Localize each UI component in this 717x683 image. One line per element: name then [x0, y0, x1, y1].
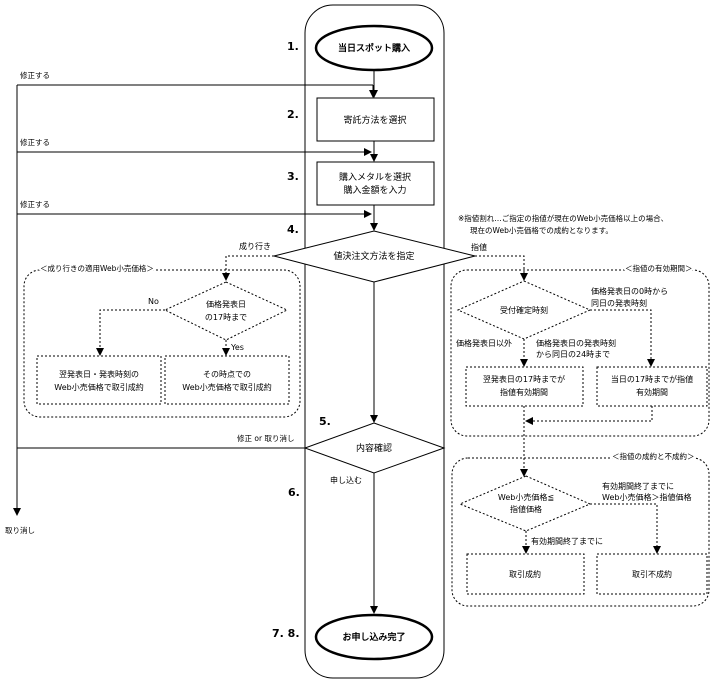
market-order-group: [23, 269, 301, 418]
select-metal-box: [316, 161, 435, 206]
step-6: 6.: [288, 486, 300, 499]
validity-title: ＜指値の有効期間＞: [625, 263, 693, 273]
market-order-title: ＜成り行きの適用Web小売価格＞: [40, 263, 154, 273]
fill-box: [466, 553, 585, 595]
step-1: 1.: [287, 40, 299, 53]
market-yes-box-line-2: Web小売価格で取引成約: [182, 382, 271, 392]
market-yes-box-line-1: その時点での: [203, 370, 251, 379]
fill-box-label: 取引成約: [509, 569, 541, 579]
validity-right-box-line-2: 有効期間: [636, 387, 668, 397]
step-2: 2.: [287, 108, 299, 121]
apply-label: 申し込む: [330, 475, 362, 485]
fill-title: ＜指値の成約と不成約＞: [612, 451, 695, 461]
validity-mid-label-2: から同日の24時まで: [536, 350, 610, 359]
modify-or-cancel-label: 修正 or 取り消し: [237, 433, 294, 443]
fill-down-label: 有効期間終了までに: [531, 536, 603, 546]
select-metal-label-1: 購入メタルを選択: [339, 171, 411, 183]
modify-label-2: 修正する: [20, 137, 50, 147]
order-method-label: 値決注文方法を指定: [333, 250, 414, 262]
price-decision: [458, 475, 592, 532]
step-5: 5.: [319, 415, 331, 428]
validity-right-label-2: 同日の発表時刻: [591, 298, 647, 308]
start-label: 当日スポット購入: [338, 42, 410, 54]
validity-mid-label-1: 価格発表日の発表時刻: [536, 338, 616, 348]
end-label: お申し込み完了: [342, 631, 405, 643]
fill-right-label-2: Web小売価格＞指値価格: [602, 492, 691, 502]
limit-branch-label: 指値: [471, 242, 487, 252]
main-lane: [304, 4, 445, 679]
select-metal-label-2: 購入金額を入力: [343, 184, 406, 196]
market-decision-line-2: の17時まで: [205, 313, 247, 322]
step-7-8: 7. 8.: [272, 627, 300, 640]
market-time-decision: [163, 281, 289, 341]
validity-left-label: 価格発表日以外: [456, 338, 512, 348]
fill-right-label-1: 有効期間終了までに: [602, 481, 674, 491]
price-decision-line-2: 指値価格: [510, 504, 542, 514]
price-decision-line-1: Web小売価格≦: [498, 492, 554, 502]
end-terminal: [314, 613, 434, 661]
market-no-box-line-2: Web小売価格で取引成約: [54, 382, 143, 392]
nofill-box-label: 取引不成約: [632, 569, 672, 579]
modify-label-3: 修正する: [20, 199, 50, 209]
select-trust-label: 寄託方法を選択: [343, 114, 406, 126]
validity-group: [450, 269, 710, 437]
confirm-label: 内容確認: [356, 442, 392, 454]
validity-left-box-line-1: 翌発表日の17時までが: [483, 374, 565, 384]
limit-note-line-2: 現在のWeb小売価格での成約となります。: [470, 225, 613, 235]
validity-right-box: [596, 366, 708, 407]
acceptance-time-label: 受付確定時刻: [500, 305, 548, 315]
step-4: 4.: [287, 223, 299, 236]
modify-label-1: 修正する: [20, 70, 50, 80]
market-decision-line-1: 価格発表日: [206, 299, 246, 309]
market-no-box: [36, 355, 162, 405]
market-no-box-line-1: 翌発表日・発表時刻の: [59, 369, 139, 379]
market-yes-label: Yes: [230, 343, 244, 352]
validity-left-box-line-2: 指値有効期間: [500, 387, 548, 397]
fill-group: [451, 457, 710, 607]
select-trust-box: [316, 97, 435, 142]
validity-left-box: [465, 366, 584, 407]
market-yes-box: [164, 355, 290, 405]
limit-note-line-1: ※指値割れ…ご指定の指値が現在のWeb小売価格以上の場合、: [458, 213, 668, 223]
market-no-label: No: [148, 297, 159, 306]
validity-right-label-1: 価格発表日の0時から: [591, 286, 668, 296]
market-branch-label: 成り行き: [239, 241, 271, 251]
cancel-label: 取り消し: [5, 525, 35, 535]
step-3: 3.: [287, 170, 299, 183]
validity-right-box-line-1: 当日の17時までが指値: [611, 374, 693, 384]
nofill-box: [596, 553, 708, 595]
